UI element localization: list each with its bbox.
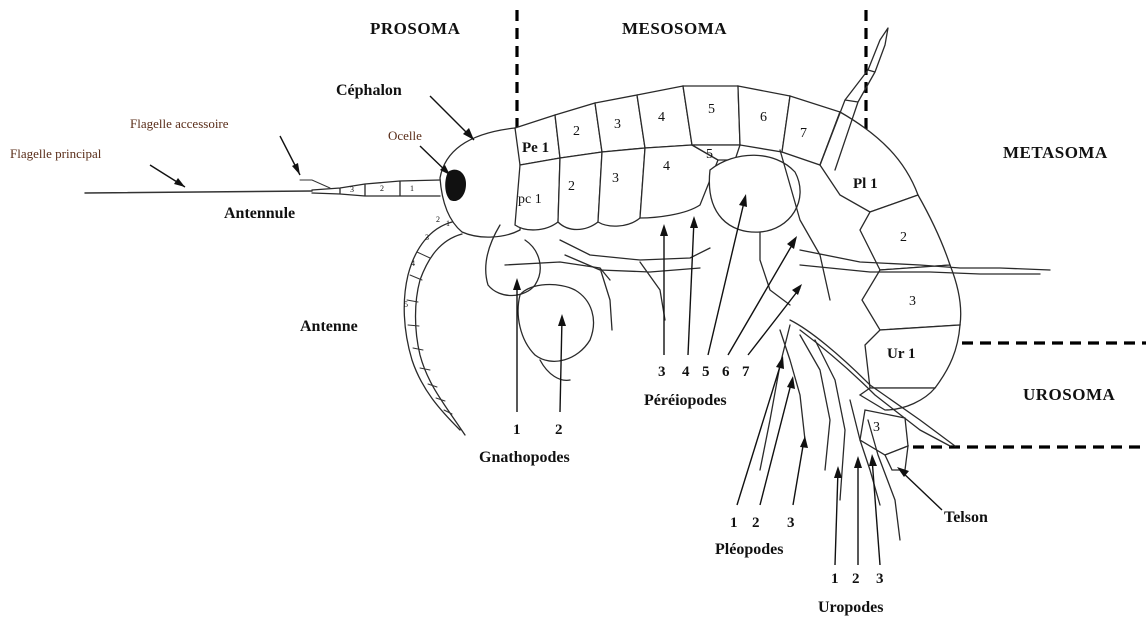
antenne-shape — [404, 222, 465, 435]
pleon-number-3: 3 — [909, 294, 916, 309]
uropode-3-pointer — [872, 458, 880, 565]
uropode-2-arrowhead — [854, 456, 862, 468]
pereiopode-7-arrowhead — [792, 284, 802, 295]
pereiopode-6-arrowhead — [787, 236, 797, 249]
uropode-3-arrowhead — [869, 454, 877, 466]
urosoma-label: UROSOMA — [1023, 385, 1116, 404]
pe1-label: Pe 1 — [522, 140, 549, 156]
pleopode-2-arrowhead — [787, 376, 795, 389]
mesosoma-label: MESOSOMA — [622, 19, 727, 38]
pleopode-3-pointer — [793, 440, 804, 505]
ur1-label: Ur 1 — [887, 346, 915, 362]
pc1-label: pc 1 — [518, 192, 542, 207]
antenne-article-4: 4 — [411, 259, 415, 268]
pereiopode-number-3: 3 — [658, 364, 666, 380]
pereion-number-7: 7 — [800, 126, 807, 141]
antennule-peduncle — [312, 180, 440, 196]
uropode-number-1: 1 — [831, 571, 839, 587]
uropode-number-3: 3 — [876, 571, 884, 587]
pl1-label: Pl 1 — [853, 176, 878, 192]
flagelle-accessoire-label: Flagelle accessoire — [130, 116, 229, 131]
telson-label: Telson — [944, 509, 988, 526]
coxa-number-2: 2 — [568, 179, 575, 194]
pereion-number-3: 3 — [614, 117, 621, 132]
gnathopode-number-2: 2 — [555, 422, 563, 438]
basis-pereiopode-5 — [709, 155, 800, 232]
pereiopode-number-4: 4 — [682, 364, 690, 380]
antenne-article-1: 1 — [446, 219, 450, 228]
gnathopode-number-1: 1 — [513, 422, 521, 438]
pereion-number-5: 5 — [708, 102, 715, 117]
flagelle-principal-arrowhead — [174, 178, 185, 187]
pereion-number-6: 6 — [760, 110, 767, 125]
pereiopode-3-4-legs — [560, 240, 710, 330]
pereiopode-4-arrowhead — [690, 216, 698, 228]
coxa-number-5: 5 — [706, 147, 713, 162]
coxal-plate-2 — [558, 152, 602, 230]
coxa-number-4: 4 — [663, 159, 670, 174]
pleopode-number-1: 1 — [730, 515, 738, 531]
gnathopode-1-arrowhead — [513, 278, 521, 290]
metasoma-label: METASOMA — [1003, 143, 1108, 162]
antennule-article-3: 3 — [350, 185, 354, 194]
antennule-article-2: 2 — [380, 184, 384, 193]
region-dividers — [517, 10, 1146, 447]
pereiopode-number-5: 5 — [702, 364, 710, 380]
pereiopode-number-7: 7 — [742, 364, 750, 380]
pereiopode-number-6: 6 — [722, 364, 730, 380]
pleopode-3-arrowhead — [800, 436, 808, 448]
coxal-plate-3 — [598, 148, 645, 226]
pleopode-2-pointer — [760, 380, 792, 505]
pleopodes-label: Pléopodes — [715, 541, 783, 558]
pleopode-number-2: 2 — [752, 515, 760, 531]
pleopodes-shape — [760, 325, 845, 500]
antennule-article-1: 1 — [410, 184, 414, 193]
antenne-article-5: 5 — [404, 300, 408, 309]
pereiopode-3-arrowhead — [660, 224, 668, 236]
pereion-number-4: 4 — [658, 110, 665, 125]
uropode-number-2: 2 — [852, 571, 860, 587]
antenne-articles — [407, 252, 452, 414]
pereiopodes-label: Péréiopodes — [644, 392, 727, 409]
flagelle-accessoire-shape — [300, 180, 330, 188]
gnathopodes-label: Gnathopodes — [479, 449, 570, 466]
urosome-number-3: 3 — [873, 420, 880, 435]
cephalon-label: Céphalon — [336, 82, 402, 99]
antenne-article-2: 2 — [436, 215, 440, 224]
flagelle-accessoire-arrowhead — [292, 163, 300, 175]
gnathopode-2-pointer — [560, 318, 562, 412]
pleopode-1-arrowhead — [776, 356, 784, 369]
uropodes-label: Uropodes — [818, 599, 884, 616]
uropode-1-arrowhead — [834, 466, 842, 478]
antenne-label: Antenne — [300, 318, 358, 335]
pereion-number-2: 2 — [573, 124, 580, 139]
antennule-label: Antennule — [224, 205, 295, 222]
flagelle-principal-shape — [85, 191, 312, 193]
antenne-article-3: 3 — [425, 233, 429, 242]
pleopode-1-pointer — [737, 360, 782, 505]
prosoma-label: PROSOMA — [370, 19, 461, 38]
gnathopode-2-arrowhead — [558, 314, 566, 326]
pleon-number-2: 2 — [900, 230, 907, 245]
coxa-number-3: 3 — [612, 171, 619, 186]
ocelle-label: Ocelle — [388, 128, 422, 143]
telson-pointer — [900, 470, 942, 510]
gnathopode-2-shape — [518, 285, 593, 381]
pleopode-number-3: 3 — [787, 515, 795, 531]
uropode-1-pointer — [835, 470, 838, 565]
flagelle-principal-label: Flagelle principal — [10, 146, 102, 161]
pereiopode-4-pointer — [688, 220, 694, 355]
